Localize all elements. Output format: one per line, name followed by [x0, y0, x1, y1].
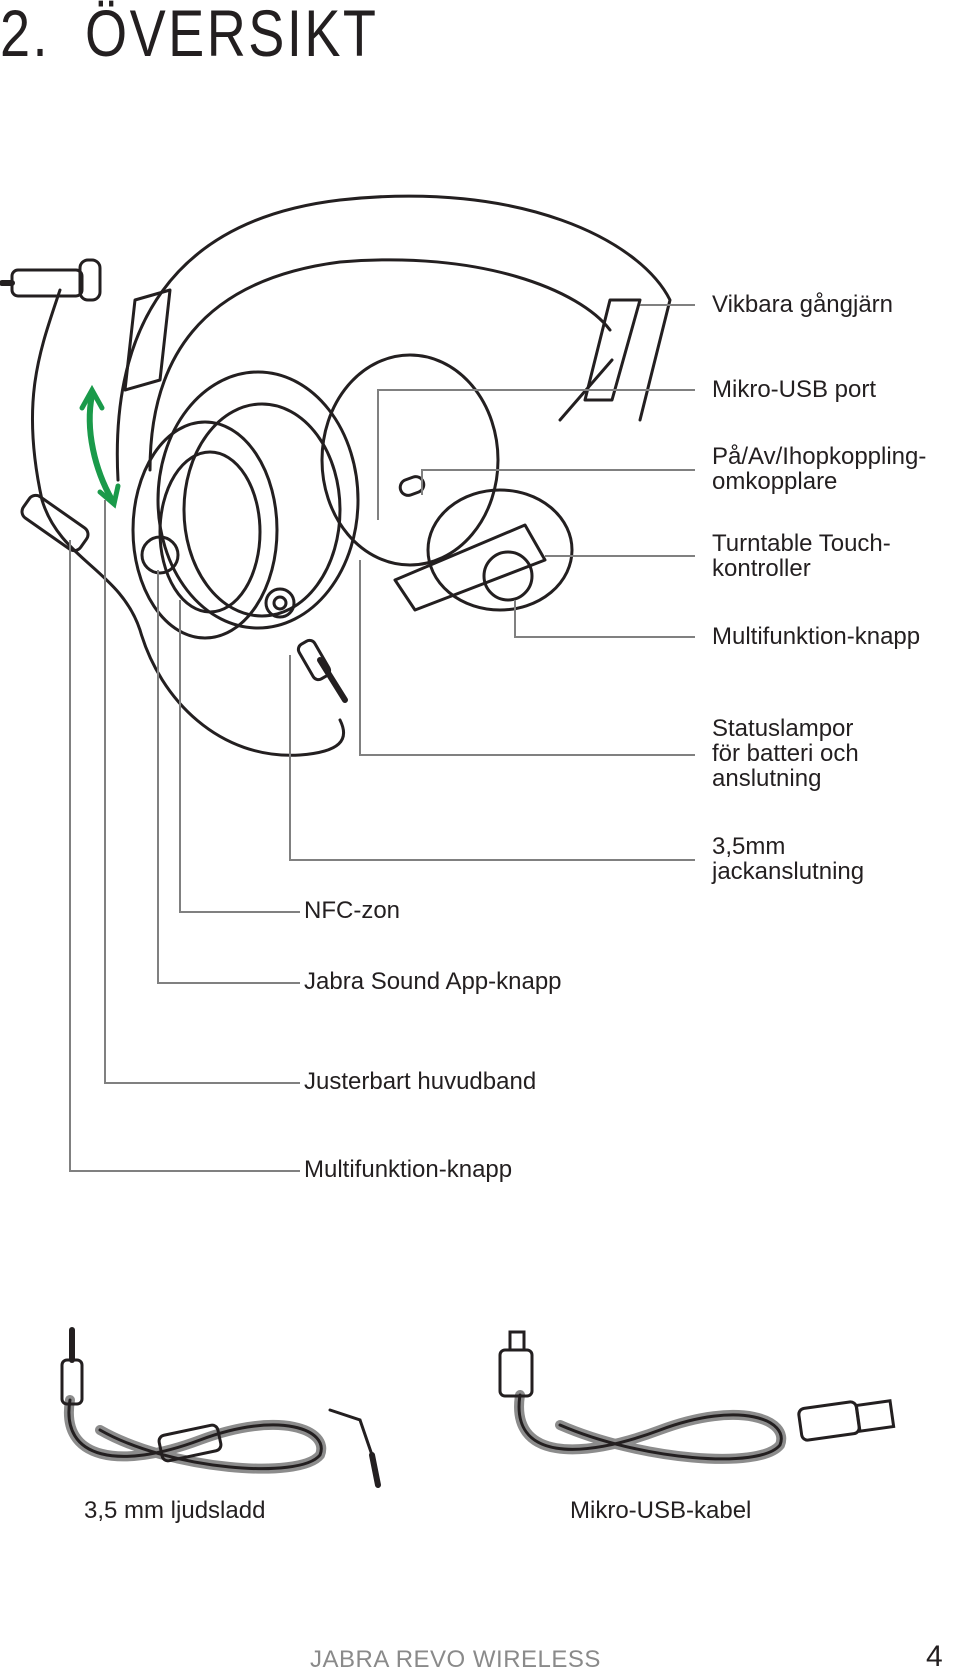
callout-sound-app-button: Jabra Sound App-knapp — [304, 968, 562, 995]
callout-micro-usb-port: Mikro-USB port — [712, 376, 877, 403]
callout-multifunction-button-left: Multifunktion-knapp — [304, 1156, 513, 1183]
page-title: 2. ÖVERSIKT — [0, 0, 378, 66]
right-earcup-front — [426, 488, 574, 612]
callout-nfc-zone: NFC-zon — [304, 897, 401, 924]
usb-cable-icon — [498, 1330, 896, 1464]
left-earcup — [131, 420, 279, 640]
caption-audio-cable: 3,5 mm ljudsladd — [84, 1497, 266, 1524]
caption-usb-cable: Mikro-USB-kabel — [570, 1497, 752, 1524]
audio-cable-icon — [60, 1327, 381, 1488]
callout-multifunction-button-right: Multifunktion-knapp — [712, 623, 921, 650]
callout-foldable-hinges: Vikbara gångjärn — [712, 291, 894, 318]
section-number: 2. — [0, 0, 51, 70]
adjust-arrow-icon — [79, 384, 121, 509]
footer-brand: JABRA REVO WIRELESS — [310, 1646, 601, 1673]
headband-inner — [148, 258, 612, 472]
page-number: 4 — [926, 1640, 943, 1673]
callout-turntable-touch: Turntable Touch-kontroller — [712, 530, 891, 582]
cable — [30, 288, 346, 757]
callout-adjustable-headband: Justerbart huvudband — [304, 1068, 537, 1095]
jack-port — [264, 587, 296, 619]
headband-outer — [115, 194, 672, 482]
callout-power-switch: På/Av/Ihopkoppling-omkopplare — [712, 443, 927, 495]
right-earcup — [320, 353, 500, 567]
section-title: ÖVERSIKT — [85, 0, 379, 70]
